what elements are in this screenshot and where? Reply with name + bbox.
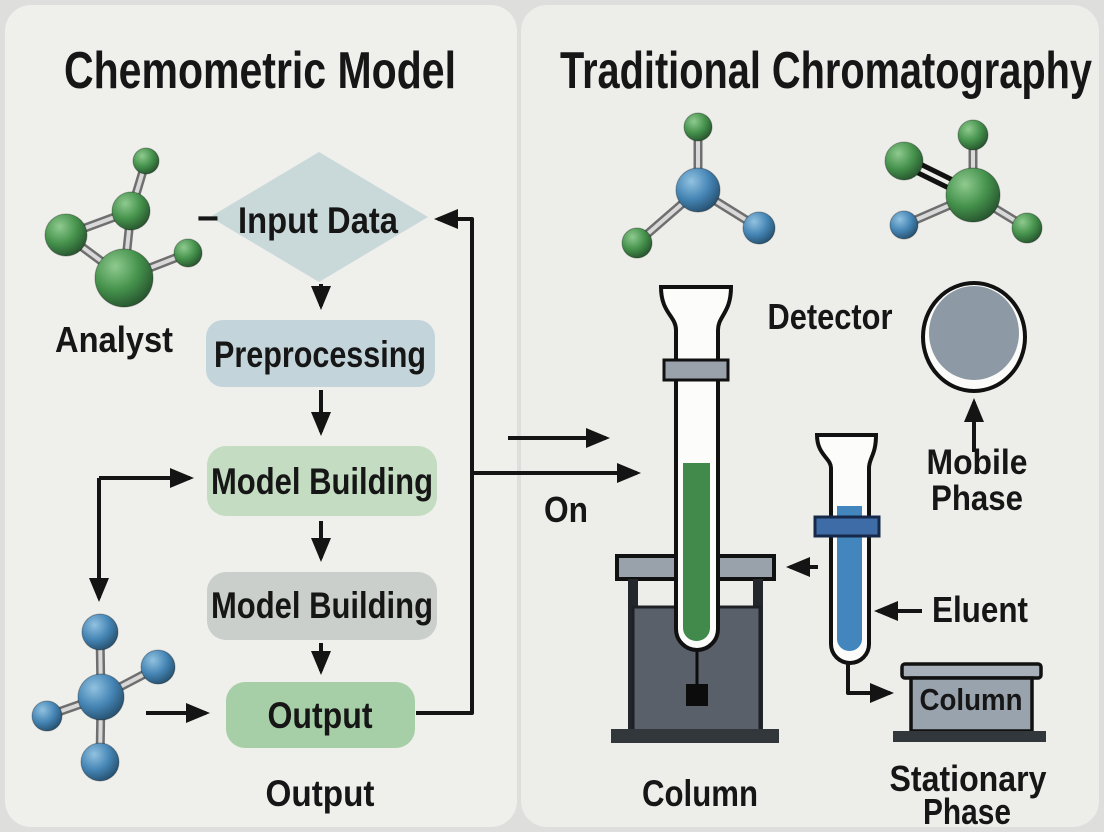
input-dash: − [197, 198, 219, 240]
input-data-label: Input Data [238, 200, 398, 241]
stationary-phase-label-line1: Stationary [890, 758, 1047, 799]
model-building-bottom-box [207, 572, 437, 640]
output-box [226, 682, 415, 748]
preprocessing-label: Preprocessing [214, 334, 426, 375]
molecule-atoms [31, 613, 176, 782]
molecule-bonds [42, 627, 163, 767]
output-caption: Output [266, 773, 375, 814]
model-building-top-label: Model Building [211, 461, 433, 502]
column-caption: Column [642, 773, 758, 814]
input-data-diamond [210, 152, 428, 282]
column-tube [658, 285, 734, 652]
eluent-tube [813, 433, 881, 665]
analyst-molecule [44, 147, 203, 308]
eluent-clamp [813, 515, 881, 538]
stationary-column-box-label: Column [920, 682, 1023, 717]
detector-label: Detector [768, 296, 893, 337]
blue-liquid [837, 506, 862, 651]
mobile-phase-label-line1: Mobile [927, 443, 1028, 482]
tube-clamp [662, 358, 730, 382]
green-liquid [683, 463, 710, 641]
left-panel-title: Chemometric Model [64, 42, 456, 100]
mobile-phase-label-line2: Phase [931, 479, 1023, 518]
flow-arrows [89, 209, 641, 723]
output-molecule [31, 613, 176, 782]
sample-molecule-green [884, 119, 1043, 244]
molecule-bonds [61, 156, 193, 283]
molecule-atoms [44, 147, 203, 308]
analyst-label: Analyst [55, 319, 173, 360]
output-box-label: Output [268, 695, 373, 736]
stationary-phase-column [893, 662, 1046, 742]
right-panel-title: Traditional Chromatography [560, 42, 1092, 100]
feedback-arrow [416, 209, 474, 715]
stationary-phase-label-line2: Phase [923, 791, 1011, 832]
model-building-bottom-label: Model Building [211, 585, 433, 626]
detector-bulb [921, 281, 1027, 393]
molecule-atoms [621, 112, 776, 259]
model-building-top-box [207, 446, 437, 516]
sample-molecule-blue [621, 112, 776, 259]
weight [686, 684, 708, 706]
on-label: On [544, 489, 588, 530]
tube-to-column-arrow [846, 663, 894, 703]
preprocessing-box [206, 320, 435, 387]
molecule-atoms [884, 119, 1043, 244]
eluent-label: Eluent [932, 589, 1028, 630]
